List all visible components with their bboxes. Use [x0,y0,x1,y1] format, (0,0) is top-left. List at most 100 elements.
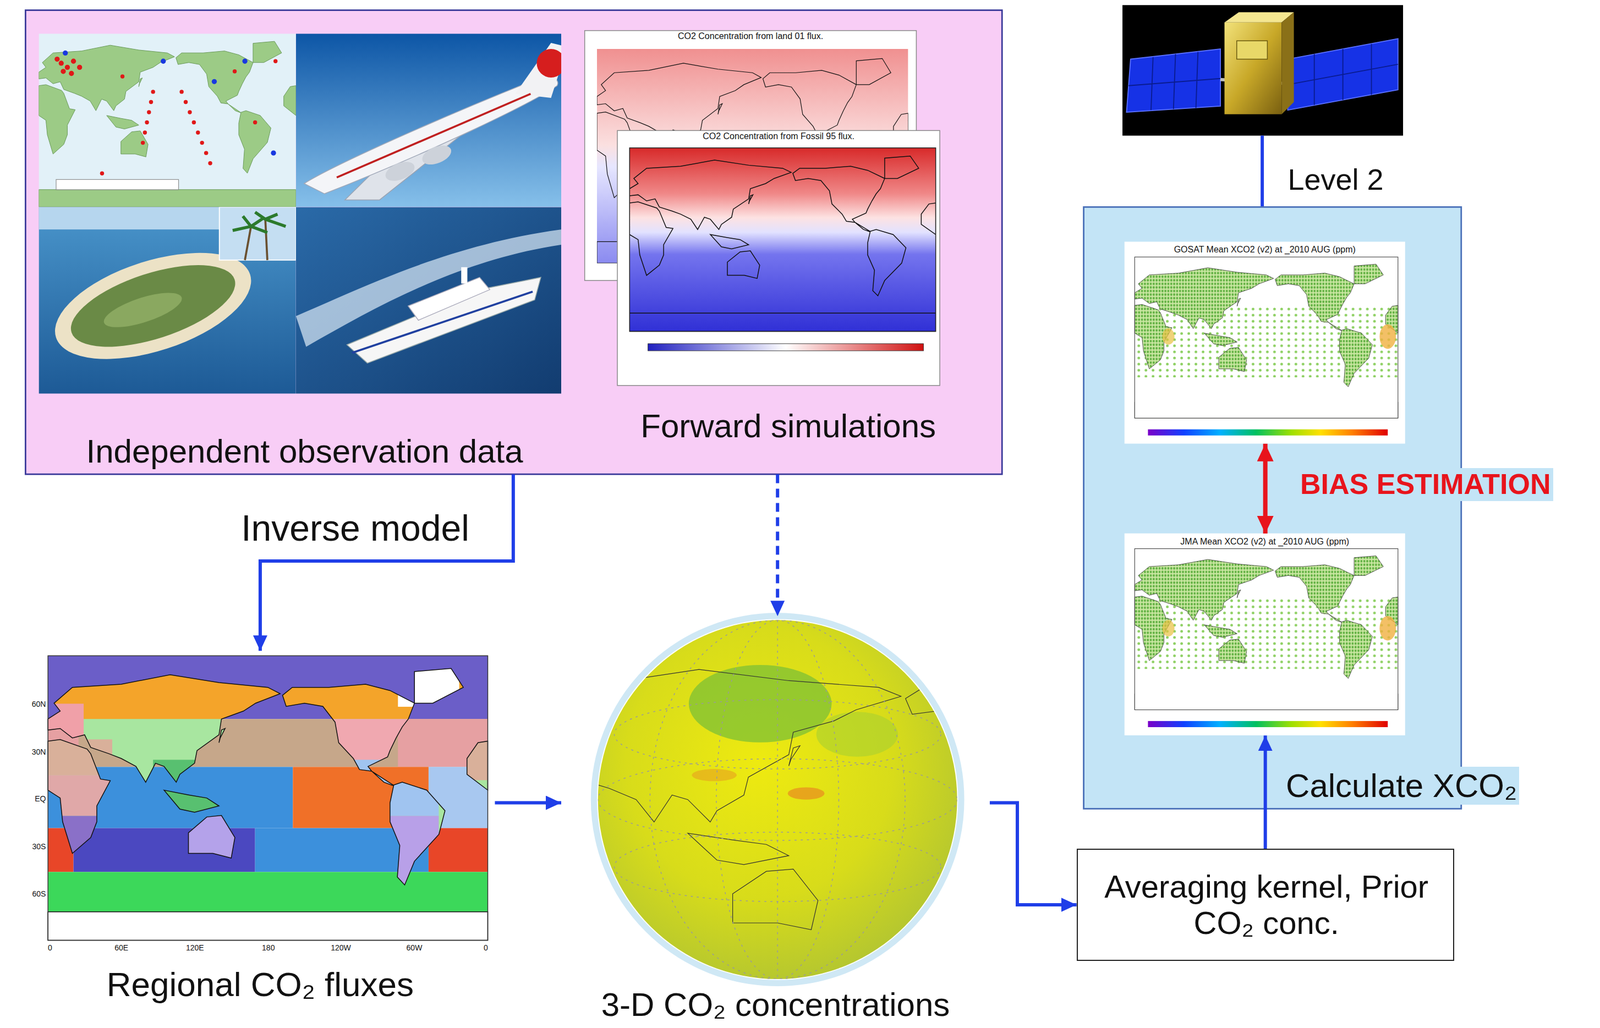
satellite [1281,12,1294,114]
station-map [253,120,257,125]
station-map [211,79,217,85]
globe [593,616,962,984]
island-photo [38,206,296,394]
aircraft-photo [382,157,418,185]
regional-flux-map [47,655,488,941]
satellite [1126,48,1221,113]
satellite [1287,38,1398,111]
arrow-label: Level 2 [1287,162,1384,197]
regional-flux-map [296,815,440,898]
globe [614,699,941,770]
globe [649,620,906,980]
connector [494,801,562,805]
regional-flux-map [47,739,113,776]
island-photo [100,286,186,335]
simulation-map-front [629,148,936,332]
globe [776,620,778,980]
ship-photo [296,206,562,394]
axis-tick: EQ [34,794,46,804]
xco2-map [1134,256,1398,419]
station-map [56,179,179,190]
axis-tick: 30S [32,842,47,852]
station-map [68,70,74,76]
island-photo [232,212,286,233]
axis-tick: 120E [185,943,205,953]
box-label: Averaging kernel, Prior CO₂ conc. [1085,868,1448,942]
aircraft-photo [537,48,562,78]
axis-tick: 60W [406,943,423,953]
station-map [140,140,145,145]
regional-flux-map [47,897,488,941]
satellite [1122,4,1404,136]
station-map [160,58,166,64]
station-map [270,150,276,156]
regional-flux-map [296,759,440,816]
station-map [64,64,70,70]
station-map [144,120,149,125]
aircraft-photo [515,42,562,98]
station-map [77,64,82,70]
ship-photo [461,267,468,284]
satellite [1287,44,1398,106]
globe [716,620,840,980]
simulation-map-front [617,130,940,386]
station-map [143,130,147,135]
connector [989,803,1077,906]
map-title: GOSAT Mean XCO2 (v2) at _2010 AUG (ppm) [1124,244,1406,255]
station-map [60,68,66,74]
satellite [1224,22,1282,115]
simulation-maps: CO2 Concentration from land 01 flux. CO2 … [581,28,995,475]
axis-tick: 0 [47,943,53,953]
station-map [100,171,104,176]
ship-photo [408,277,490,321]
satellite [1128,52,1221,111]
xco2-map [1379,324,1396,350]
station-map [179,89,184,94]
station-map [38,41,296,207]
xco2-map [1134,400,1398,419]
panel-background [25,10,1002,475]
xco2-map [1147,429,1388,436]
map-title: CO2 Concentration from Fossil 95 flux. [617,131,940,142]
regional-flux-map [296,719,429,763]
station-map [62,50,68,56]
station-map [38,33,296,207]
island-photo [61,248,245,364]
station-map [232,69,237,74]
connector [1263,444,1268,534]
connector [775,474,780,617]
station-map [204,150,208,155]
xco2-map: JMA Mean XCO2 (v2) at _2010 AUG (ppm) [1124,533,1406,736]
satellite [1122,4,1404,136]
regional-flux-map [47,655,488,941]
station-map [207,161,212,166]
island-photo [219,206,297,260]
station-map [149,100,153,104]
simulation-map-front [648,343,924,352]
axis-tick: 0 [483,943,489,953]
xco2-map [1124,241,1406,444]
station-map [183,100,188,104]
aircraft-photo [336,94,531,178]
xco2-map [1162,328,1175,345]
axis-tick: 60E [114,943,129,953]
globe-concentrations: 3-D CO₂ concentrations [561,616,990,1027]
globe [688,665,832,743]
island-photo [38,206,296,394]
station-map [120,74,125,79]
regional-flux-map [47,655,488,941]
axis-tick: 60N [31,699,47,709]
simulation-map-front [629,148,936,332]
connector [1263,735,1268,849]
station-map [200,140,205,145]
edge-label: BIAS ESTIMATION [1297,468,1553,502]
aircraft-photo [296,33,562,207]
caption: Independent observation data [30,432,579,471]
globe [816,711,898,758]
regional-flux-map [168,815,250,878]
aircraft-photo [419,141,454,169]
connector [260,474,514,651]
globe [598,620,958,980]
map-title: CO2 Concentration from land 01 flux. [584,31,917,42]
